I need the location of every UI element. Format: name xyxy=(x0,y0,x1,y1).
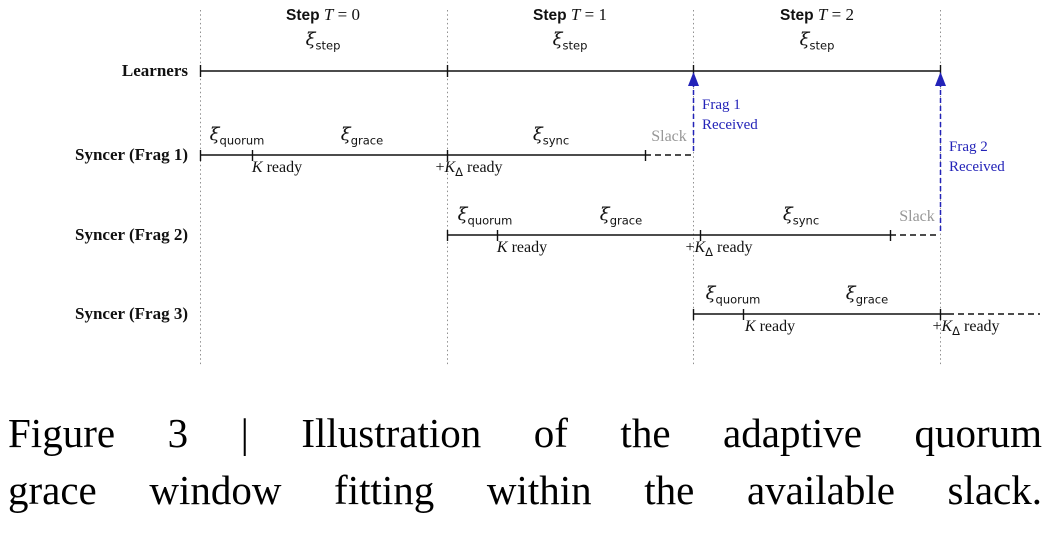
xi-symbol: ξ xyxy=(209,124,220,145)
step-value: = 0 xyxy=(337,5,360,24)
k-var: K xyxy=(744,318,756,335)
step-word: Step xyxy=(286,7,320,24)
step-2-header: Step T = 2 xyxy=(780,5,854,25)
row-label-syncer-frag3: Syncer (Frag 3) xyxy=(75,304,188,323)
xi-symbol: ξ xyxy=(457,204,468,225)
plus-sign: + xyxy=(685,239,695,256)
xi-subscript: quorum xyxy=(467,213,513,228)
xi-subscript: sync xyxy=(792,213,820,228)
row-label-syncer-frag2: Syncer (Frag 2) xyxy=(75,225,188,244)
xi-symbol: ξ xyxy=(599,204,610,225)
k-var: K xyxy=(496,239,508,256)
frag1-xi-grace-label: ξgrace xyxy=(341,124,383,147)
k-var: K xyxy=(941,318,953,335)
step-0-xi-step-label: ξstep xyxy=(306,29,341,52)
step-word: Step xyxy=(780,7,814,24)
plus-sign: + xyxy=(435,159,445,176)
xi-subscript: quorum xyxy=(219,133,265,148)
step-var: T xyxy=(817,5,828,24)
caption-line-2: grace window fitting within the availabl… xyxy=(8,467,1042,513)
frag2-received-label: Frag 2 Received xyxy=(949,137,1005,177)
ready-text: ready xyxy=(960,318,1000,335)
frag2-xi-grace-label: ξgrace xyxy=(600,204,642,227)
step-var: T xyxy=(323,5,334,24)
frag1-xi-sync-label: ξsync xyxy=(533,124,569,147)
row-label-learners: Learners xyxy=(121,61,188,80)
frag1-received-line1: Frag 1 xyxy=(702,97,741,113)
xi-symbol: ξ xyxy=(305,29,316,50)
frag1-received-line2: Received xyxy=(702,117,758,133)
delta-subscript: Δ xyxy=(952,324,961,339)
xi-subscript: step xyxy=(315,38,341,53)
k-var: K xyxy=(251,159,263,176)
xi-subscript: step xyxy=(809,38,835,53)
xi-symbol: ξ xyxy=(532,124,543,145)
frag2-xi-sync-label: ξsync xyxy=(783,204,819,227)
frag1-slack-label: Slack xyxy=(651,128,687,145)
timeline-graphics xyxy=(199,10,1040,366)
k-var: K xyxy=(444,159,456,176)
frag3-kdelta-ready-label: +KΔ ready xyxy=(932,318,999,338)
xi-subscript: grace xyxy=(609,213,643,228)
step-var: T xyxy=(570,5,581,24)
frag1-received-label: Frag 1 Received xyxy=(702,95,758,135)
xi-symbol: ξ xyxy=(552,29,563,50)
frag1-xi-quorum-label: ξquorum xyxy=(210,124,265,147)
frag3-k-ready-label: K ready xyxy=(745,318,795,336)
caption-line-1: Figure 3 | Illustration of the adaptive … xyxy=(8,410,1042,456)
xi-subscript: grace xyxy=(855,292,889,307)
frag1-kdelta-ready-label: +KΔ ready xyxy=(435,159,502,179)
frag2-timeline xyxy=(446,230,940,241)
frag2-kdelta-ready-label: +KΔ ready xyxy=(685,239,752,259)
frag2-xi-quorum-label: ξquorum xyxy=(458,204,513,227)
xi-symbol: ξ xyxy=(799,29,810,50)
xi-subscript: grace xyxy=(350,133,384,148)
step-1-header: Step T = 1 xyxy=(533,5,607,25)
step-0-header: Step T = 0 xyxy=(286,5,360,25)
plus-sign: + xyxy=(932,318,942,335)
ready-text: ready xyxy=(262,159,303,176)
frag2-k-ready-label: K ready xyxy=(497,239,547,257)
frag2-slack-label: Slack xyxy=(899,208,935,225)
frag2-received-line2: Received xyxy=(949,159,1005,175)
frag1-received-arrow xyxy=(688,72,699,151)
delta-subscript: Δ xyxy=(705,245,714,260)
xi-subscript: quorum xyxy=(715,292,761,307)
learners-timeline xyxy=(199,65,942,77)
step-2-xi-step-label: ξstep xyxy=(800,29,835,52)
xi-symbol: ξ xyxy=(705,283,716,304)
ready-text: ready xyxy=(463,159,503,176)
xi-symbol: ξ xyxy=(340,124,351,145)
frag2-received-line1: Frag 2 xyxy=(949,139,988,155)
frag3-xi-grace-label: ξgrace xyxy=(846,283,888,306)
ready-text: ready xyxy=(713,239,753,256)
ready-text: ready xyxy=(755,318,796,335)
frag1-k-ready-label: K ready xyxy=(252,159,302,177)
figure-caption: Figure 3 | Illustration of the adaptive … xyxy=(8,405,1042,519)
delta-subscript: Δ xyxy=(455,165,464,180)
xi-subscript: step xyxy=(562,38,588,53)
frag2-received-arrow xyxy=(935,72,946,231)
xi-subscript: sync xyxy=(542,133,570,148)
frag3-timeline xyxy=(692,309,1040,320)
step-value: = 2 xyxy=(831,5,854,24)
k-var: K xyxy=(694,239,706,256)
frag3-xi-quorum-label: ξquorum xyxy=(706,283,761,306)
step-1-xi-step-label: ξstep xyxy=(553,29,588,52)
frag1-timeline xyxy=(199,150,693,161)
xi-symbol: ξ xyxy=(782,204,793,225)
step-value: = 1 xyxy=(584,5,607,24)
row-label-syncer-frag1: Syncer (Frag 1) xyxy=(75,145,188,164)
ready-text: ready xyxy=(507,239,548,256)
xi-symbol: ξ xyxy=(845,283,856,304)
step-word: Step xyxy=(533,7,567,24)
step-boundary-guides xyxy=(200,10,941,366)
